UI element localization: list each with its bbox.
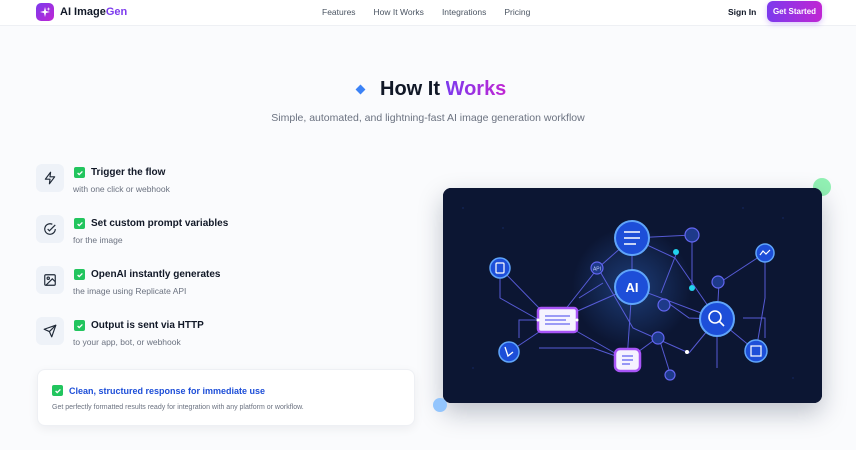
brand-name: AI ImageGen: [60, 6, 128, 18]
step-desc: to your app, bot, or webhook: [73, 337, 181, 347]
nav-link-integrations[interactable]: Integrations: [441, 7, 487, 17]
section-subtitle: Simple, automated, and lightning-fast AI…: [271, 112, 585, 124]
top-nav: AI ImageGen Features How It Works Integr…: [0, 0, 856, 26]
lightning-icon: [36, 164, 64, 192]
step-generate: OpenAI instantly generates the image usi…: [36, 266, 416, 302]
step-title: Output is sent via HTTP: [91, 320, 204, 331]
check-icon: [52, 385, 63, 396]
check-icon: [74, 167, 85, 178]
ai-node-label: AI: [626, 280, 639, 295]
api-node-label: API: [593, 267, 601, 273]
get-started-button[interactable]: Get Started: [767, 1, 822, 22]
section-heading: How It Works: [380, 78, 507, 100]
step-title: Set custom prompt variables: [91, 218, 229, 229]
check-icon: [74, 320, 85, 331]
brand[interactable]: AI ImageGen: [36, 3, 127, 21]
step-output: Output is sent via HTTP to your app, bot…: [36, 317, 416, 353]
step-title: OpenAI instantly generates: [91, 269, 221, 280]
step-title: Trigger the flow: [91, 167, 166, 178]
check-icon: [74, 218, 85, 229]
callout-title: Clean, structured response for immediate…: [69, 385, 266, 396]
step-desc: the image using Replicate API: [73, 286, 187, 296]
check-icon: [74, 269, 85, 280]
step-trigger: Trigger the flow with one click or webho…: [36, 164, 416, 200]
sparkle-logo-icon: [36, 3, 54, 21]
decorative-dot: [433, 398, 447, 412]
nav-link-features[interactable]: Features: [322, 7, 356, 17]
diamond-icon: [355, 84, 366, 95]
nav-link-pricing[interactable]: Pricing: [504, 7, 531, 17]
image-icon: [36, 266, 64, 294]
step-desc: with one click or webhook: [73, 184, 170, 194]
response-callout: Clean, structured response for immediate…: [37, 369, 415, 426]
step-prompt-variables: Set custom prompt variables for the imag…: [36, 215, 416, 251]
send-icon: [36, 317, 64, 345]
nav-link-how-it-works[interactable]: How It Works: [373, 7, 424, 17]
step-desc: for the image: [73, 235, 123, 245]
callout-desc: Get perfectly formatted results ready fo…: [52, 404, 304, 411]
nav-links: Features How It Works Integrations Prici…: [322, 7, 548, 17]
sign-in-link[interactable]: Sign In: [728, 7, 757, 17]
workflow-illustration: AI API: [443, 188, 822, 403]
check-circle-icon: [36, 215, 64, 243]
